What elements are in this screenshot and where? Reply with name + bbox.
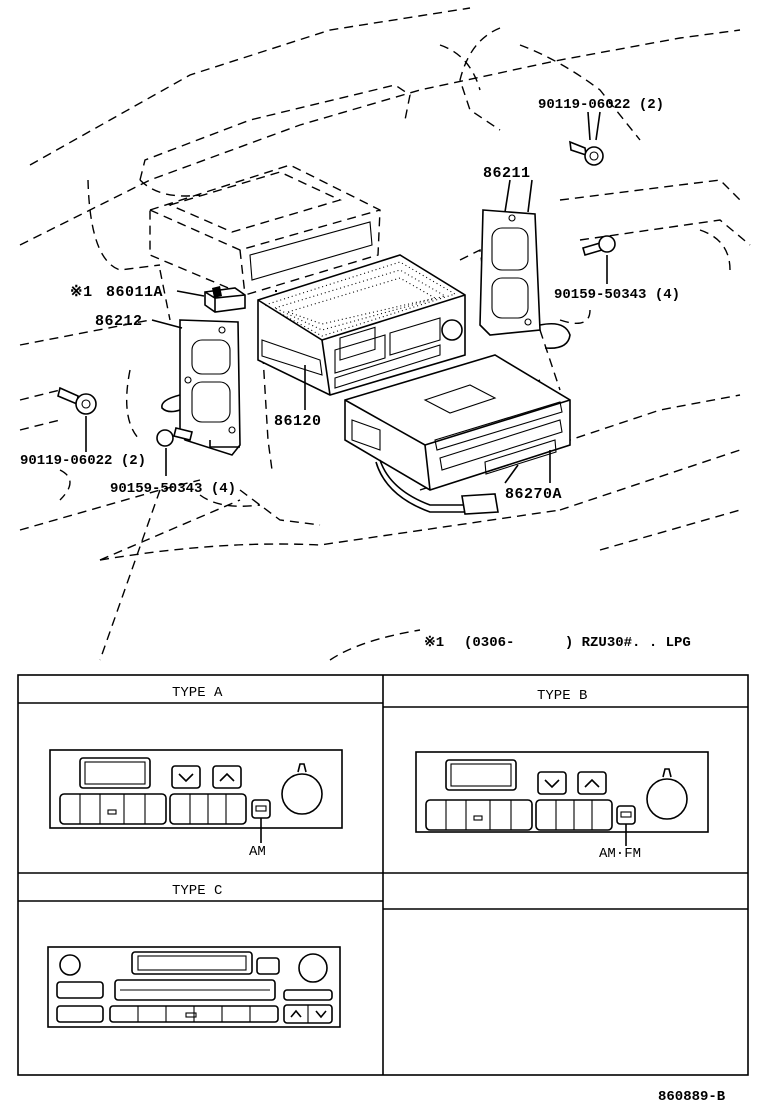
callout-bolt-mid-right: 90159-50343 (4) [554, 287, 680, 303]
callout-bolt-left: 90119-06022 (2) [20, 453, 146, 469]
type-table [17, 674, 749, 1076]
callout-86011A: 86011A [106, 284, 163, 301]
bolt-bottom-left [156, 427, 193, 447]
callout-texts: ※1 86011A 86212 86211 86120 86270A 90119… [20, 97, 680, 503]
type-b-label: AM·FM [599, 846, 641, 862]
type-a-faceplate [49, 749, 343, 843]
dashboard-outline [19, 7, 751, 661]
bolt-left [57, 386, 97, 415]
bracket-86212 [161, 319, 241, 456]
part-code: 860889-B [658, 1089, 726, 1105]
connector-86011A [204, 286, 246, 313]
type-c-faceplate [47, 946, 341, 1028]
type-a-label: AM [249, 844, 266, 860]
bolt-top-right [569, 140, 604, 166]
rear-unit [149, 164, 381, 296]
type-b-title: TYPE B [537, 688, 587, 704]
callout-bolt-top-right: 90119-06022 (2) [538, 97, 664, 113]
leader-lines [85, 111, 608, 484]
type-c-title: TYPE C [172, 883, 222, 899]
footnote-mark: ※1 [424, 635, 444, 651]
callout-86270A: 86270A [505, 486, 562, 503]
type-b-faceplate [415, 751, 709, 846]
type-a-title: TYPE A [172, 685, 223, 701]
callout-bolt-bottom-left: 90159-50343 (4) [110, 481, 236, 497]
callout-86211: 86211 [483, 165, 531, 182]
callout-86212: 86212 [95, 313, 143, 330]
bolt-mid-right [582, 235, 616, 256]
cd-unit-86270A [344, 354, 571, 515]
footnote-text: (0306- ) RZU30#. . LPG [464, 635, 691, 651]
callout-86120: 86120 [274, 413, 322, 430]
callout-86011A-mark: ※1 [70, 284, 93, 301]
bracket-86211 [479, 209, 571, 350]
radio-unit-86120 [257, 254, 466, 396]
